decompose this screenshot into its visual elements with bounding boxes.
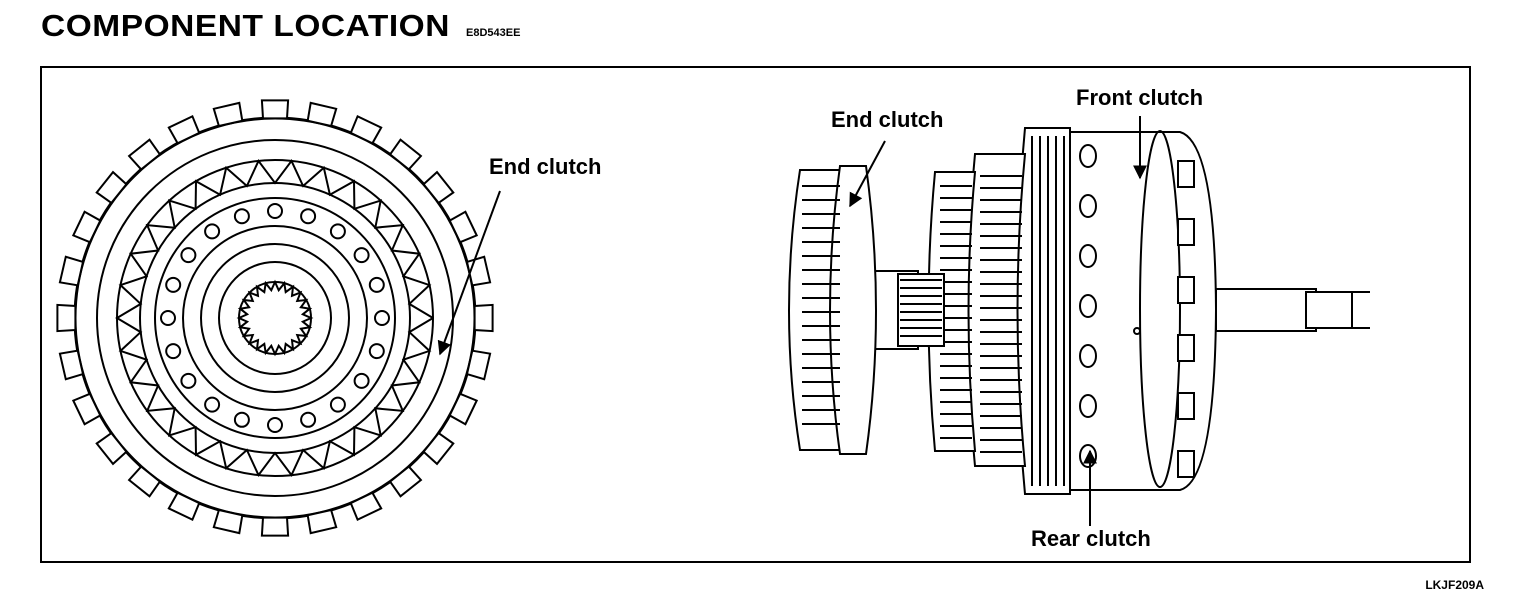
clutch-tooth [349, 114, 383, 145]
figure-id: LKJF209A [1425, 578, 1484, 592]
page-title: COMPONENT LOCATION [41, 8, 450, 43]
drum-slot [1177, 334, 1195, 362]
bolt-hole [368, 343, 385, 360]
bolt-hole [368, 276, 385, 293]
bolt-hole [180, 372, 197, 389]
clutch-tooth [306, 508, 338, 535]
clutch-tooth [388, 465, 423, 498]
drum-hole [1079, 294, 1097, 318]
bolt-hole [165, 343, 182, 360]
clutch-tooth [95, 170, 128, 205]
diagram-frame [40, 66, 1471, 563]
clutch-tooth [71, 392, 102, 426]
bolt-hole [353, 247, 370, 264]
drum-slot [1177, 160, 1195, 188]
drum-slot [1177, 392, 1195, 420]
end-clutch-label-right: End clutch [831, 107, 944, 132]
drum-hole [1079, 244, 1097, 268]
bolt-hole [353, 372, 370, 389]
drum-slot [1177, 218, 1195, 246]
clutch-tooth [448, 210, 479, 244]
clutch-tooth [306, 101, 338, 128]
clutch-assembly-side-view [788, 127, 1370, 495]
rear-clutch-label: Rear clutch [1031, 526, 1151, 551]
drum-hole [1079, 394, 1097, 418]
bolt-hole [204, 223, 221, 240]
bolt-hole [233, 208, 250, 225]
clutch-tooth [465, 349, 492, 381]
end-clutch-label-left: End clutch [489, 154, 602, 179]
section-code: E8D543EE [466, 27, 521, 39]
drum-slot [1177, 276, 1195, 304]
bolt-hole [267, 417, 283, 433]
clutch-diagram [56, 99, 1370, 537]
clutch-tooth [422, 170, 455, 205]
friction-ring [115, 158, 434, 478]
clutch-tooth [388, 138, 423, 171]
clutch-tooth [127, 465, 162, 498]
end-clutch-front-view [56, 99, 494, 537]
bolt-hole [267, 203, 283, 219]
drum-hole [1079, 194, 1097, 218]
clutch-tooth [448, 392, 479, 426]
clutch-tooth [260, 99, 290, 120]
front-clutch-label: Front clutch [1076, 85, 1204, 110]
bolt-hole [204, 396, 221, 413]
clutch-tooth [422, 431, 455, 466]
bolt-hole [374, 310, 390, 326]
bolt-hole [165, 276, 182, 293]
bolt-hole [233, 411, 250, 428]
clutch-tooth [212, 101, 244, 128]
clutch-tooth [58, 255, 85, 287]
bolt-hole [300, 411, 317, 428]
clutch-tooth [212, 508, 244, 535]
drum-slot [1177, 450, 1195, 478]
bolt-hole [329, 223, 346, 240]
bolt-hole [329, 396, 346, 413]
clutch-tooth [167, 114, 201, 145]
drum-hole [1079, 144, 1097, 168]
drum-hole [1079, 344, 1097, 368]
clutch-tooth [167, 491, 201, 522]
drum-hole [1079, 444, 1097, 468]
clutch-tooth [95, 431, 128, 466]
clutch-tooth [473, 303, 494, 333]
callout-arrows [437, 116, 1147, 526]
clutch-tooth [127, 138, 162, 171]
clutch-tooth [349, 491, 383, 522]
clutch-tooth [58, 349, 85, 381]
clutch-tooth [56, 303, 77, 333]
bolt-hole [180, 247, 197, 264]
bolt-hole [160, 310, 176, 326]
bolt-hole [300, 208, 317, 225]
clutch-tooth [71, 210, 102, 244]
clutch-tooth [260, 516, 290, 537]
